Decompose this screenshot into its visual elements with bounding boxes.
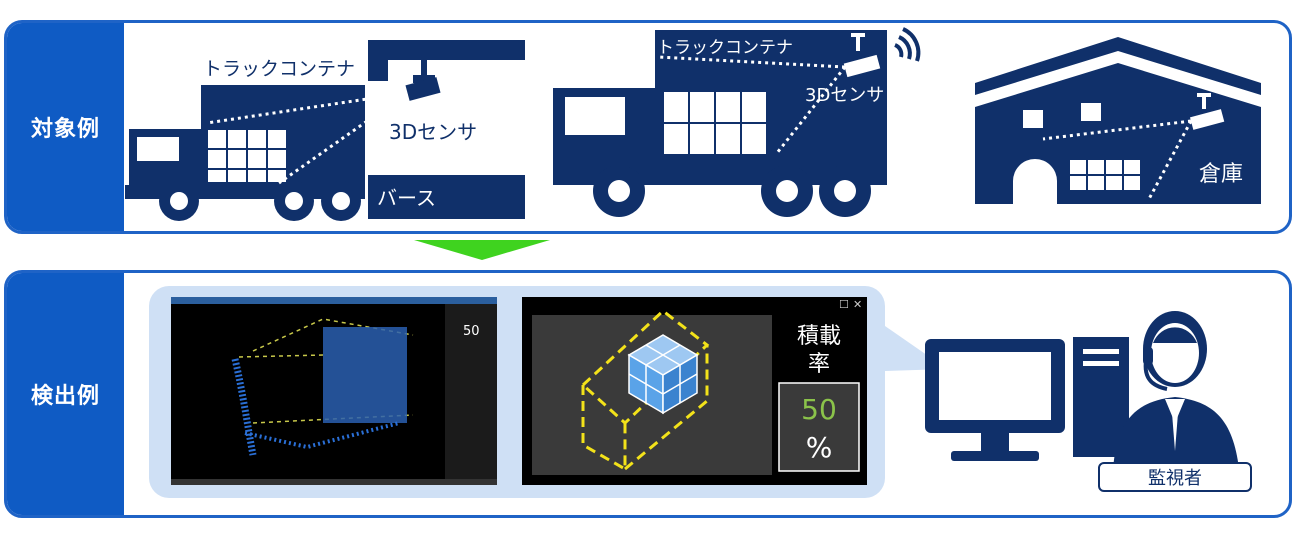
load-rate-value: 50	[801, 393, 837, 426]
scene-truck-at-berth: トラックコンテナ 3Dセンサ バース	[125, 40, 525, 221]
close-icon[interactable]: ✕	[853, 298, 862, 311]
monitor-icon	[925, 339, 1065, 461]
detection-examples-panel: 検出例 50 ☐ ✕	[4, 270, 1292, 518]
point-cloud-cargo	[323, 327, 407, 423]
target-examples-label: 対象例	[7, 23, 124, 231]
sensor-caption: 3Dセンサ	[389, 120, 477, 144]
3d-sensor-icon	[843, 33, 881, 78]
warehouse-caption: 倉庫	[1199, 162, 1243, 187]
window-icon	[1023, 110, 1043, 128]
detection-examples-illustration: 50 ☐ ✕ 積載	[149, 286, 1252, 498]
berth-canopy	[368, 40, 525, 81]
berth-platform	[368, 175, 525, 219]
load-rate-window: ☐ ✕ 積載 率 50 %	[522, 297, 867, 485]
scene-truck-with-sensor: トラックコンテナ 3Dセンサ	[553, 27, 921, 217]
window-icon	[1081, 103, 1101, 121]
cargo-boxes-icon	[662, 90, 768, 156]
cargo-boxes-icon	[1068, 158, 1142, 192]
berth-caption: バース	[377, 186, 436, 210]
door-icon	[1013, 159, 1057, 204]
warehouse-roof	[975, 37, 1261, 95]
operator-icon	[1113, 311, 1239, 469]
load-rate-label-line1: 積載	[797, 324, 841, 349]
viewer-value-readout: 50	[463, 324, 480, 339]
cargo-boxes-icon	[206, 128, 288, 184]
load-rate-value-box	[778, 382, 860, 472]
container-caption: トラックコンテナ	[203, 58, 355, 80]
target-examples-illustration: トラックコンテナ 3Dセンサ バース	[125, 27, 1261, 221]
3d-sensor-icon	[1189, 93, 1225, 130]
cargo-cube-icon	[627, 334, 699, 415]
maximize-icon[interactable]: ☐	[839, 298, 849, 311]
sensor-caption: 3Dセンサ	[805, 85, 884, 106]
load-rate-label-line2: 率	[808, 352, 830, 377]
container-wireframe	[580, 309, 710, 472]
flow-arrow-down	[414, 240, 550, 260]
operator-label-box	[1098, 462, 1252, 492]
container-caption: トラックコンテナ	[657, 38, 793, 58]
3d-sensor-icon	[405, 60, 441, 101]
operator-label: 監視者	[1148, 468, 1202, 489]
scene-warehouse: 倉庫	[975, 37, 1261, 204]
point-cloud-viewer-window: 50	[171, 297, 497, 485]
target-examples-panel: 対象例 トラックコンテナ 3Dセ	[4, 20, 1292, 234]
detection-examples-label: 検出例	[7, 273, 124, 515]
load-rate-unit: %	[806, 431, 833, 464]
wireless-signal-icon	[894, 27, 921, 62]
